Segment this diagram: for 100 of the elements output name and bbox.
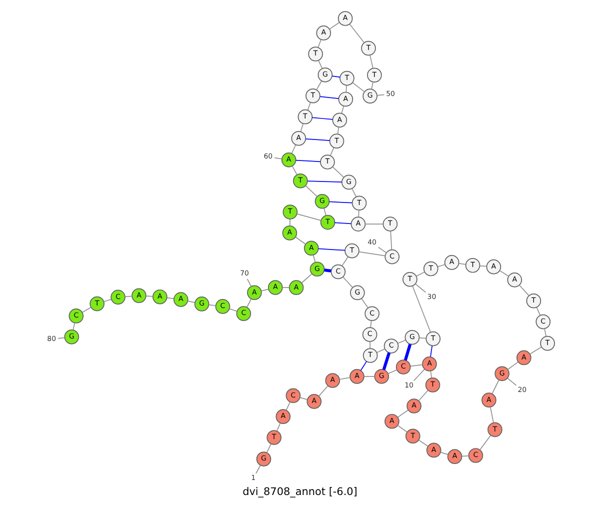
connector [382,352,391,370]
connector [352,188,357,198]
connector [318,39,322,48]
connector [334,222,352,224]
connector [358,210,360,218]
connector [187,300,196,303]
connector [440,452,448,455]
connector [342,276,353,288]
connector [430,370,432,378]
connector [371,82,374,90]
connector [416,272,425,277]
connector [388,369,398,374]
connector [341,106,344,114]
connector [361,298,368,308]
connector [124,296,132,298]
connector [295,236,306,245]
connector [318,248,346,251]
connector [410,364,423,367]
connector [291,144,296,154]
connector [312,117,334,120]
connector [413,368,425,382]
connector [507,362,518,370]
connector [286,402,291,411]
connector [404,344,412,361]
connector [324,208,326,216]
connector [480,434,492,450]
connector [352,82,365,92]
connector [316,80,322,90]
connector [82,306,92,313]
connector [479,265,488,267]
connector [296,213,322,221]
connector [397,424,408,432]
connector [256,464,261,474]
connector [266,443,272,454]
connector [305,185,318,197]
connector [318,60,323,69]
connector [461,455,470,457]
connector [370,341,371,349]
connector [507,378,517,386]
connector [208,304,216,306]
connector [320,96,340,99]
connector [312,254,316,263]
connector [246,278,252,287]
connector [364,376,375,377]
connector [397,340,406,344]
connector [305,138,330,142]
connector [229,308,238,312]
connector [370,54,374,69]
connector [339,377,350,380]
connector [418,440,428,447]
connector [103,298,112,302]
connector [490,406,494,424]
connector [318,386,328,397]
connector [492,380,500,394]
connector [390,230,392,250]
connector [328,201,353,204]
connector [418,390,428,402]
connector [289,218,290,226]
connector [332,166,344,178]
connector [324,268,332,272]
connector [337,126,340,134]
connector [166,297,174,300]
connector [437,264,446,268]
connector [146,296,154,297]
connector [458,263,466,265]
connector [544,328,547,337]
connector [282,287,290,288]
connector [260,288,269,292]
connector [301,273,312,284]
connector [300,123,304,132]
connector [415,284,426,293]
connector [536,307,541,316]
connector [330,147,334,156]
connector [72,322,76,330]
connector [292,166,298,176]
connector [430,346,433,358]
connector [307,102,311,110]
connector [370,320,372,328]
connector [418,337,426,339]
connector [518,284,530,296]
connector [300,397,308,400]
connector [274,157,282,160]
connector [276,422,281,432]
connector [360,361,367,371]
connector [376,94,385,96]
connector [295,160,321,162]
connector [398,410,409,418]
connector [307,180,342,182]
connector [529,346,542,355]
connector [358,251,386,256]
connector [332,76,340,78]
connector [342,256,348,266]
connector [346,84,347,93]
connector [499,270,510,277]
connector [378,246,387,254]
connector [246,298,252,308]
connector [329,22,340,30]
connector [58,337,66,339]
connector [349,24,364,43]
connector [376,348,386,353]
